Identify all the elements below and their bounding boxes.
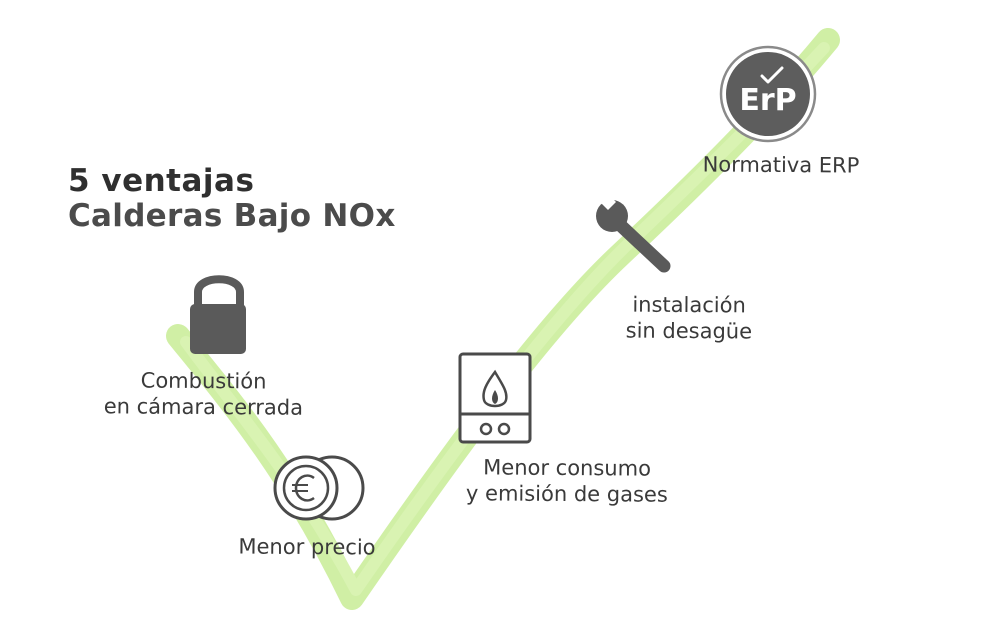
label-installation-line-2: sin desagüe (625, 318, 753, 344)
label-combustion-line-2: en cámara cerrada (103, 394, 304, 420)
label-consumption-line-1: Menor consumo (483, 455, 652, 481)
padlock-icon (190, 275, 246, 354)
title-line-1: 5 ventajas (68, 163, 255, 199)
wrench-icon (594, 188, 671, 273)
boiler-flame-icon (458, 352, 532, 444)
title-line-2: Calderas Bajo NOx (68, 198, 396, 234)
label-regulation-line-1: Normativa ERP (702, 152, 860, 178)
erp-badge-text: ErP (739, 83, 796, 118)
label-installation-line-1: instalación (632, 292, 746, 318)
page-title: 5 ventajas Calderas Bajo NOx (68, 166, 396, 232)
label-consumption-line-2: y emisión de gases (465, 481, 668, 507)
euro-coins-icon (273, 455, 365, 521)
label-combustion-line-1: Combustión (140, 368, 267, 394)
label-regulation: Normativa ERP (676, 151, 886, 179)
label-combustion: Combustión en cámara cerrada (76, 367, 331, 421)
label-consumption: Menor consumo y emisión de gases (432, 454, 702, 508)
label-installation: instalación sin desagüe (600, 291, 778, 345)
erp-badge-icon: ErP (719, 45, 817, 143)
label-price-line-1: Menor precio (238, 534, 376, 560)
label-price: Menor precio (212, 533, 402, 561)
